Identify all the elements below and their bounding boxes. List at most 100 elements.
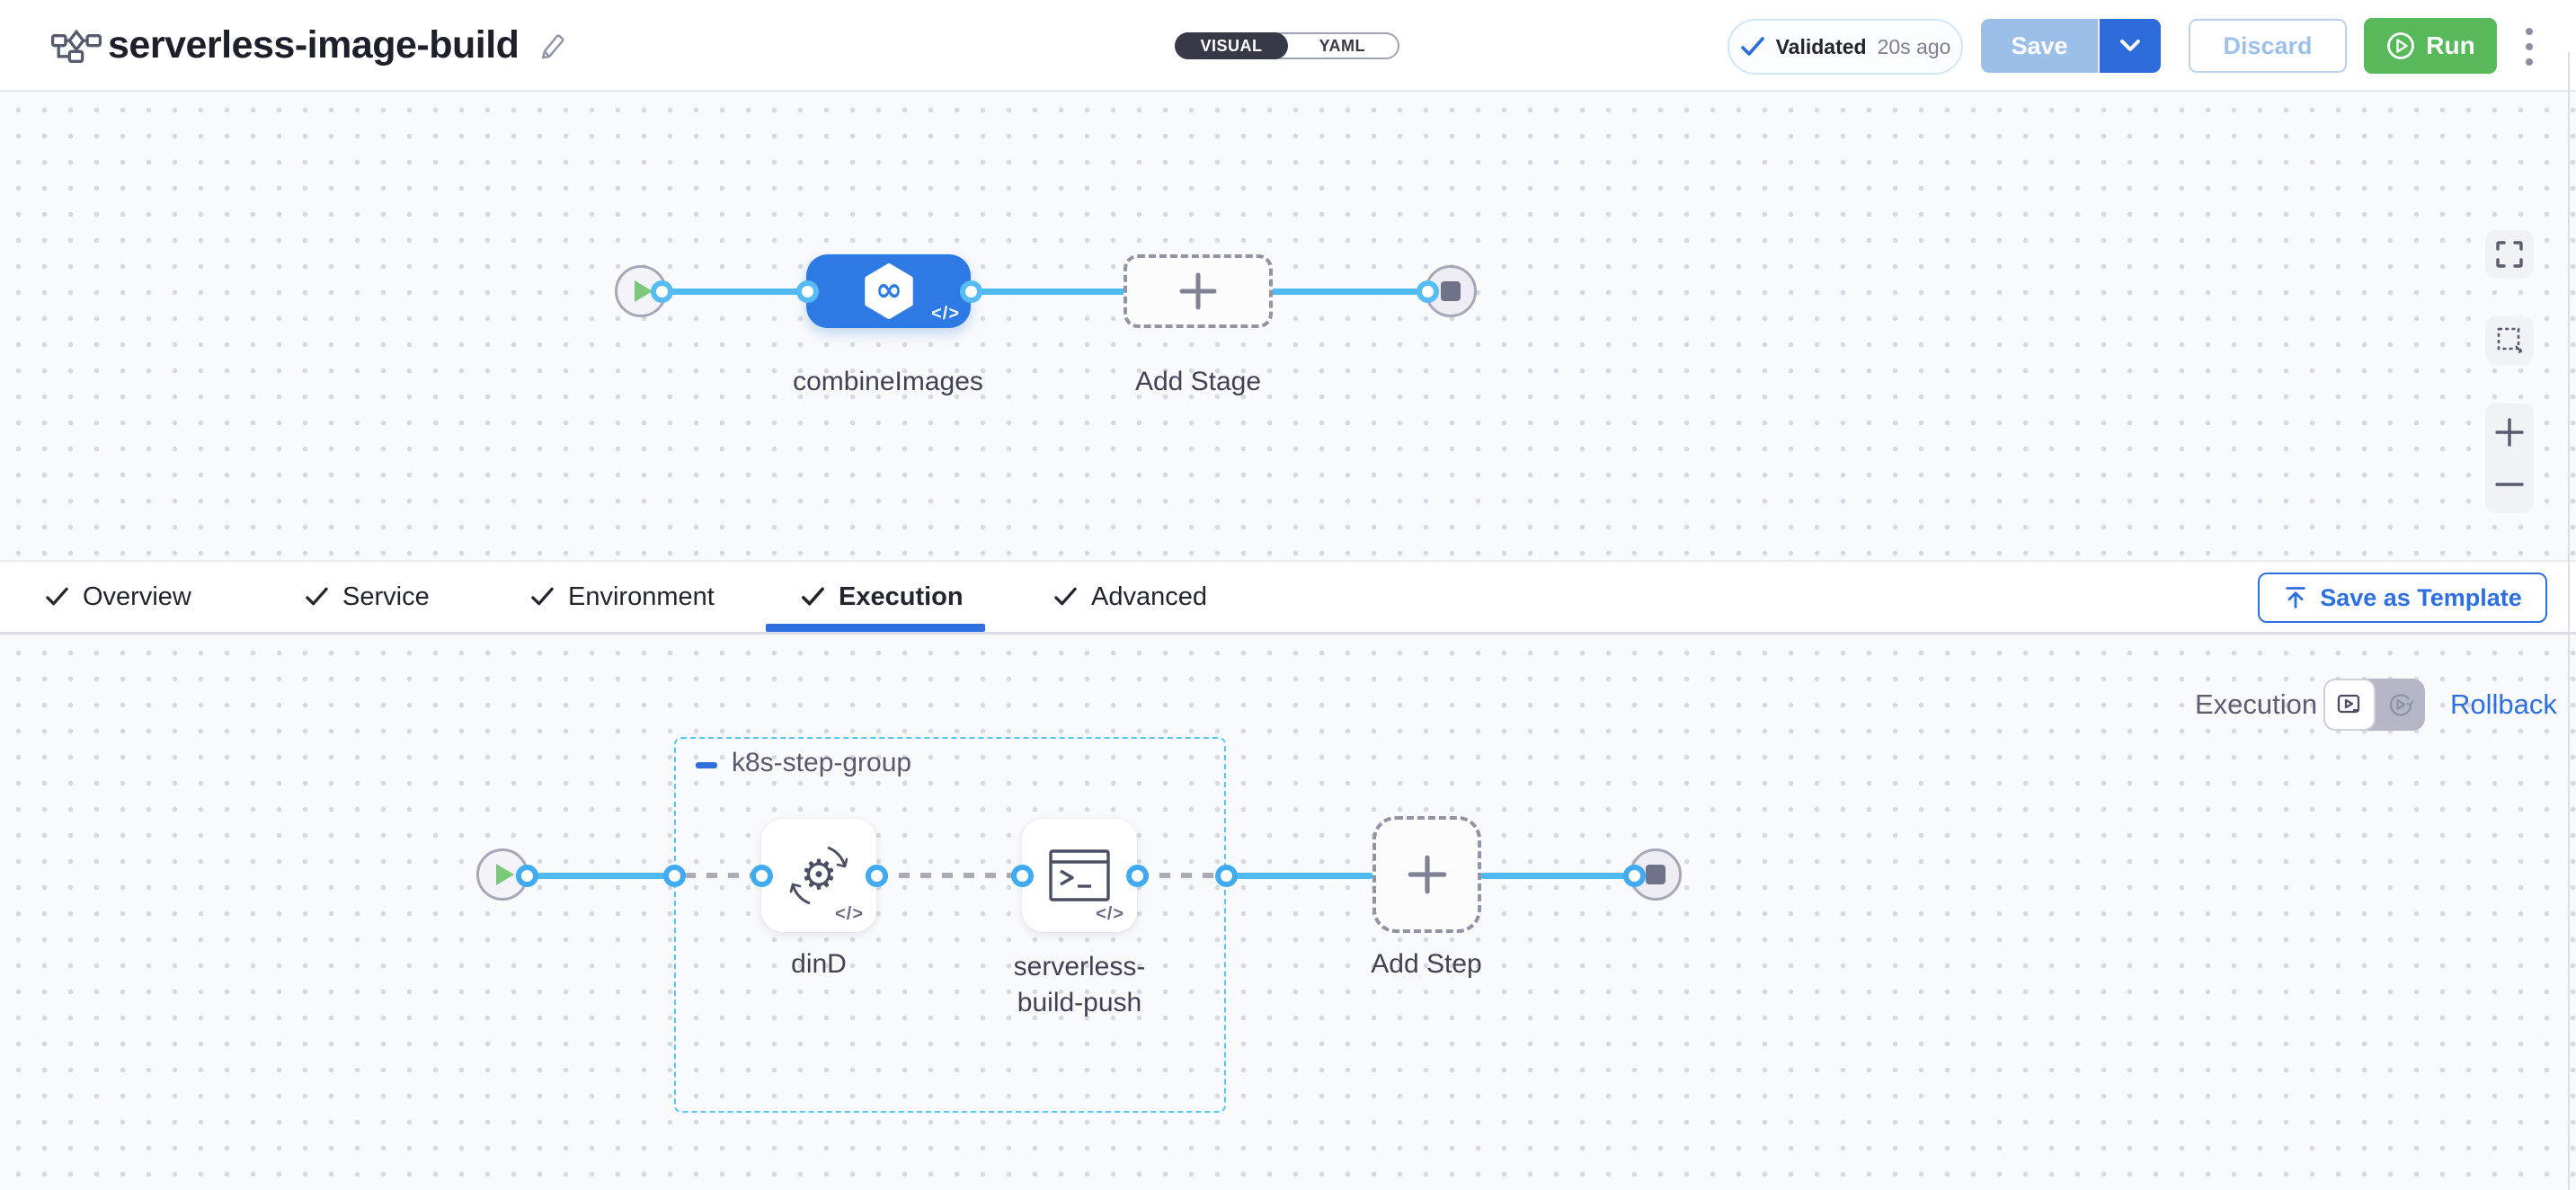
execution-view-button[interactable]	[2323, 679, 2376, 731]
svg-text:⚙: ⚙	[800, 850, 837, 899]
chevron-down-icon	[2120, 40, 2140, 51]
multi-select-button[interactable]	[2485, 316, 2534, 365]
connector-port[interactable]	[1623, 865, 1646, 887]
check-icon	[802, 587, 824, 606]
validated-label: Validated	[1775, 34, 1867, 58]
rollback-view-button[interactable]	[2376, 679, 2425, 731]
validated-time: 20s ago	[1877, 34, 1951, 58]
tab-service[interactable]: Service	[305, 562, 430, 632]
step-group-k8s[interactable]: k8s-step-group	[674, 737, 1226, 1113]
connector-port[interactable]	[960, 280, 982, 303]
connector-port[interactable]	[1011, 865, 1034, 887]
check-icon	[531, 587, 554, 606]
run-button[interactable]: Run	[2364, 18, 2497, 74]
harness-ci-stage-icon: ∞	[864, 263, 913, 319]
step-node-dind[interactable]: ⚙ </>	[761, 819, 876, 932]
tab-overview[interactable]: Overview	[45, 562, 191, 632]
scrollbar[interactable]	[2568, 52, 2570, 1190]
stage-node-combineimages[interactable]: ∞ </>	[806, 254, 971, 328]
connector-port[interactable]	[796, 280, 819, 303]
connector-port[interactable]	[1126, 865, 1149, 887]
start-play-icon	[496, 864, 514, 885]
execution-canvas[interactable]: Execution Rollback	[0, 635, 2576, 1190]
pipeline-tabbar: Overview Service Environment Execution A…	[0, 560, 2576, 635]
edge-line	[1226, 873, 1373, 879]
add-step-button[interactable]	[1372, 816, 1481, 933]
zoom-out-icon[interactable]	[2493, 468, 2526, 501]
tab-label: Service	[342, 582, 430, 611]
gear-sync-icon: ⚙	[789, 846, 848, 905]
visual-toggle-button[interactable]: VISUAL	[1175, 32, 1288, 59]
validated-badge[interactable]: Validated 20s ago	[1728, 19, 1963, 75]
edge-line	[1480, 873, 1635, 879]
save-as-template-button[interactable]: Save as Template	[2258, 573, 2547, 623]
active-tab-underline	[766, 624, 985, 632]
more-options-kebab-icon[interactable]	[2513, 22, 2545, 72]
plus-icon	[1179, 272, 1217, 310]
connector-port[interactable]	[663, 865, 686, 887]
step-code-badge[interactable]: </>	[835, 904, 864, 924]
stop-square-icon	[1441, 281, 1461, 301]
header-bar: serverless-image-build YAML VISUAL Valid…	[0, 0, 2576, 92]
start-play-icon	[635, 280, 653, 302]
tab-label: Overview	[83, 582, 191, 611]
tab-environment[interactable]: Environment	[530, 562, 715, 632]
step-label: serverless-build-push	[1013, 952, 1146, 1017]
edit-pencil-icon[interactable]	[537, 32, 568, 67]
check-icon	[1054, 587, 1077, 606]
connector-port[interactable]	[1417, 280, 1439, 303]
step-code-badge[interactable]: </>	[1096, 904, 1124, 924]
save-as-template-label: Save as Template	[2320, 583, 2522, 611]
save-split-button: Save	[1981, 19, 2161, 73]
tab-advanced[interactable]: Advanced	[1053, 562, 1207, 632]
check-icon	[1740, 37, 1764, 56]
rollback-link[interactable]: Rollback	[2450, 688, 2557, 720]
connector-port[interactable]	[1215, 865, 1238, 887]
selection-marquee-icon	[2497, 327, 2523, 354]
zoom-controls	[2485, 404, 2534, 513]
step-group-name: k8s-step-group	[732, 748, 912, 777]
run-play-icon	[2387, 32, 2415, 59]
discard-button[interactable]: Discard	[2189, 19, 2347, 73]
step-node-serverless-build-push[interactable]: </>	[1022, 819, 1137, 932]
check-icon	[306, 587, 328, 606]
tab-label: Environment	[568, 582, 715, 611]
stage-code-badge[interactable]: </>	[931, 304, 960, 324]
step-label: dinD	[791, 949, 847, 979]
edge-line	[662, 289, 1427, 295]
connector-port[interactable]	[516, 865, 538, 887]
connector-port[interactable]	[651, 280, 673, 303]
run-label: Run	[2426, 31, 2475, 59]
execution-mode-label: Execution	[2195, 688, 2318, 720]
svg-text:∞: ∞	[875, 271, 902, 309]
add-stage-label: Add Stage	[1134, 367, 1262, 396]
stage-canvas[interactable]: ∞ </> combineImages Add Stage	[0, 92, 2576, 560]
stage-label: combineImages	[793, 367, 983, 396]
tab-label: Advanced	[1091, 582, 1207, 611]
plus-icon	[1408, 855, 1446, 894]
terminal-icon	[1049, 849, 1110, 901]
connector-port[interactable]	[866, 865, 888, 887]
edge-line-dashed	[877, 873, 1023, 878]
visual-yaml-toggle: YAML VISUAL	[1175, 32, 1399, 59]
edge-line-dashed	[685, 873, 762, 878]
tab-label: Execution	[839, 582, 964, 611]
fullscreen-icon	[2496, 241, 2523, 268]
add-step-label: Add Step	[1371, 949, 1482, 979]
connector-port[interactable]	[751, 865, 773, 887]
upload-template-icon	[2286, 587, 2305, 608]
tab-execution[interactable]: Execution	[801, 562, 964, 632]
collapse-group-minus-icon[interactable]	[696, 762, 717, 768]
page-title: serverless-image-build	[108, 23, 520, 67]
save-button[interactable]: Save	[1981, 19, 2098, 73]
pipeline-flowchart-icon	[50, 29, 102, 73]
execution-steps-icon	[2337, 694, 2360, 714]
zoom-in-icon[interactable]	[2493, 416, 2526, 448]
save-options-button[interactable]	[2098, 19, 2161, 73]
add-stage-button[interactable]	[1124, 254, 1273, 328]
edge-line	[527, 873, 681, 879]
edge-line-dashed	[1138, 873, 1217, 878]
fit-to-screen-button[interactable]	[2485, 230, 2534, 279]
check-icon	[46, 587, 68, 606]
pipeline-end-node	[1425, 265, 1477, 317]
